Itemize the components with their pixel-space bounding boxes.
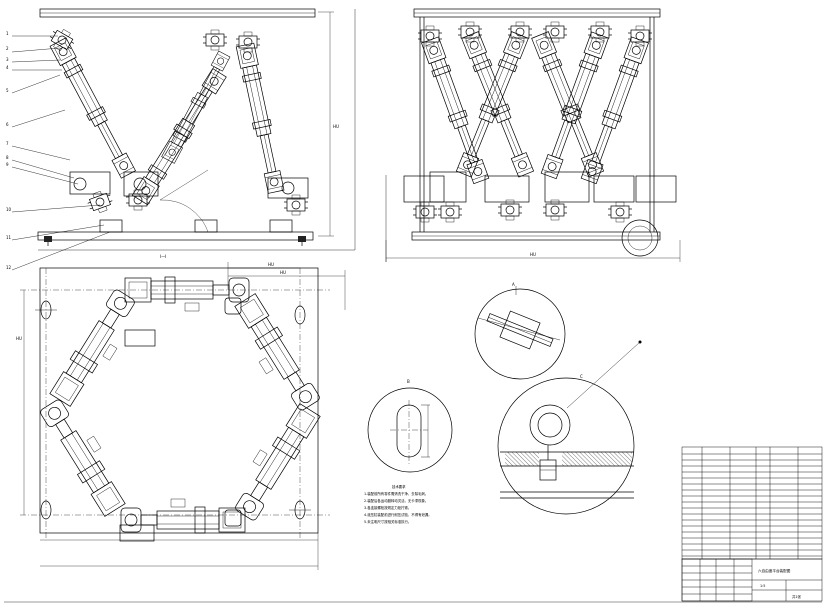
balloon-7: 7 [6, 141, 9, 146]
note-line-4: 4.液压缸装配前进行耐压试验，不得有泄漏。 [364, 512, 432, 517]
svg-text:A: A [512, 282, 515, 287]
note-line-2: 2.装配后各运动副转动灵活，无卡滞现象。 [364, 498, 428, 503]
notes-heading: 技术要求 [392, 484, 406, 489]
title-block: 六自由度平台装配图 1:5 共1张 [681, 558, 823, 602]
detail-b: B [367, 379, 453, 473]
side-view: HU [385, 8, 681, 262]
detail-c-label: C [580, 374, 583, 379]
balloon-6: 6 [6, 122, 9, 127]
top-view: I—I HU HU HU [16, 254, 346, 570]
section-label: I—I [160, 254, 166, 259]
parts-list [681, 446, 823, 560]
balloon-9: 9 [6, 162, 9, 167]
top-height-dimension: HU [16, 336, 22, 341]
drawing-scale: 1:5 [760, 584, 765, 588]
side-width-dimension: HU [530, 252, 536, 257]
balloon-8: 8 [6, 155, 9, 160]
balloon-5: 5 [6, 88, 9, 93]
balloon-3: 3 [6, 57, 9, 62]
balloon-1: 1 [6, 31, 9, 36]
drawing-title: 六自由度平台装配图 [758, 568, 791, 573]
balloon-10: 10 [6, 207, 12, 212]
balloon-12: 12 [6, 265, 12, 270]
note-line-5: 5.未注明尺寸按相关标准执行。 [364, 519, 411, 524]
balloon-4: 4 [6, 65, 9, 70]
detail-top: A [474, 282, 566, 380]
front-view: HU 1 2 3 4 5 6 7 8 9 10 [6, 8, 356, 271]
top-offset-dimension: HU [280, 270, 286, 275]
top-width-dimension: HU [268, 262, 274, 267]
balloon-2: 2 [6, 46, 9, 51]
detail-b-label: B [407, 379, 410, 384]
technical-notes: 技术要求 1.装配前所有零件需清洗干净，去除毛刺。 2.装配后各运动副转动灵活，… [364, 484, 432, 524]
front-height-dimension: HU [333, 124, 339, 129]
sheet-count: 共1张 [792, 594, 802, 599]
detail-c: C [497, 340, 642, 515]
balloon-11: 11 [6, 235, 12, 240]
note-line-3: 3.各连接螺栓按规定力矩拧紧。 [364, 505, 411, 510]
note-line-1: 1.装配前所有零件需清洗干净，去除毛刺。 [364, 491, 428, 496]
